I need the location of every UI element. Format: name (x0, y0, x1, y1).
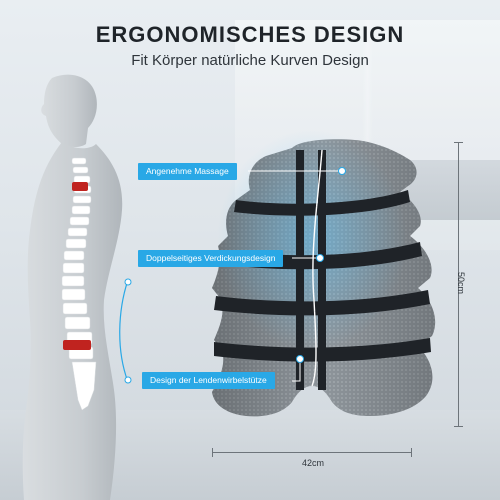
spine (61, 157, 97, 411)
spine-highlight-upper (72, 182, 88, 191)
width-dimension-line (212, 448, 412, 457)
spine-highlight-lower (63, 340, 91, 350)
height-dimension-label: 50cm (456, 272, 466, 295)
feature-label-massage: Angenehme Massage (138, 163, 237, 180)
page-title: ERGONOMISCHES DESIGN (95, 22, 405, 47)
feature-dot-massage (338, 167, 346, 175)
cushion-center-seam (311, 149, 323, 387)
page-subtitle: Fit Körper natürliche Kurven Design (131, 52, 369, 69)
feature-dot-lumbar (296, 355, 304, 363)
height-dimension-line (454, 142, 463, 427)
width-dimension-label: 42cm (302, 458, 325, 468)
feature-dot-thickening (316, 254, 324, 262)
human-figure-illustration (22, 74, 132, 500)
lumbar-curve-dot-bottom (124, 376, 132, 384)
lumbar-curve-line (119, 279, 129, 383)
feature-label-thickening: Doppelseitiges Verdickungsdesign (138, 250, 284, 267)
figure-head (41, 74, 97, 147)
feature-label-lumbar: Design der Lendenwirbelstütze (142, 372, 275, 389)
lumbar-curve-dot-top (124, 278, 132, 286)
